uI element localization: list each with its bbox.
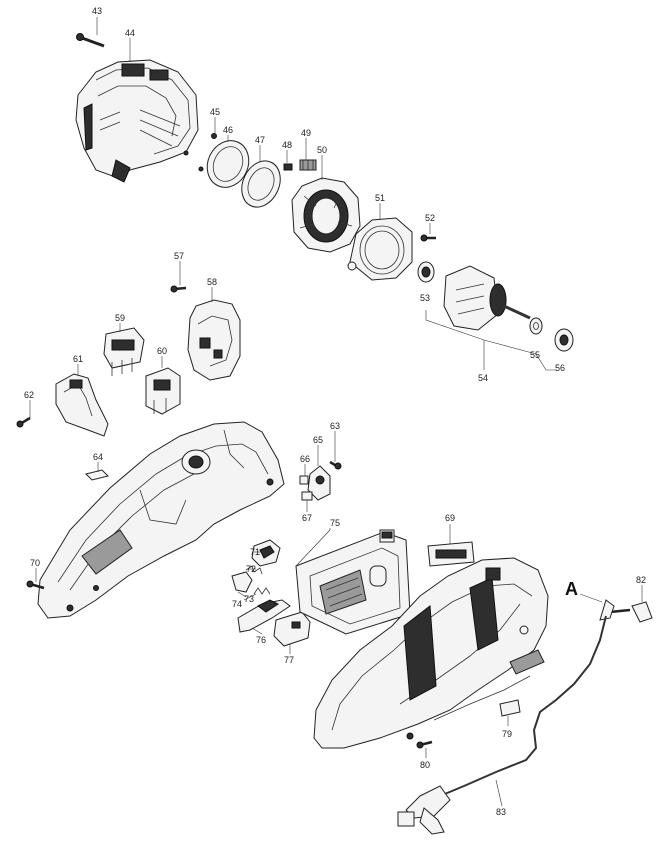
part-54-rotor	[443, 265, 531, 331]
left-housing-half	[37, 421, 285, 619]
label-65: 65	[313, 435, 323, 445]
part-72-spring	[245, 565, 263, 575]
label-45: 45	[210, 107, 220, 117]
part-54-bracket	[425, 310, 556, 371]
part-59-terminal-block	[103, 327, 145, 376]
label-53: 53	[420, 293, 430, 303]
part-75-controller	[295, 529, 411, 635]
label-52: 52	[425, 213, 435, 223]
part-45-screw	[183, 133, 217, 172]
part-56-bearing	[554, 328, 574, 352]
part-76-trigger	[237, 599, 291, 633]
label-69: 69	[445, 513, 455, 523]
label-80: 80	[420, 760, 430, 770]
label-63: 63	[330, 421, 340, 431]
part-73-lock-lever	[231, 571, 253, 593]
part-43-screw	[76, 33, 105, 48]
part-48-spacer	[283, 163, 293, 171]
part-82-screw	[609, 601, 653, 623]
label-76: 76	[256, 635, 266, 645]
part-52-screw	[420, 234, 436, 242]
label-48: 48	[282, 140, 292, 150]
part-46-plate	[206, 140, 250, 188]
label-67: 67	[302, 513, 312, 523]
label-73: 73	[244, 594, 254, 604]
label-82: 82	[636, 575, 646, 585]
label-51: 51	[375, 193, 385, 203]
label-43: 43	[92, 6, 102, 16]
label-75: 75	[330, 518, 340, 528]
part-44-motor-housing	[75, 59, 199, 183]
part-50-stator	[291, 177, 361, 253]
part-83-cord	[397, 599, 615, 835]
part-labels: 43 44 45 46 47 48 49 50 51 52 53 54 55 5…	[24, 6, 646, 817]
label-49: 49	[301, 128, 311, 138]
part-77-switch	[273, 611, 311, 647]
part-70-screw	[26, 580, 45, 590]
part-69-panel	[427, 541, 475, 567]
label-58: 58	[207, 277, 217, 287]
label-57: 57	[174, 251, 184, 261]
label-47: 47	[255, 135, 265, 145]
part-51-end-plate	[347, 217, 413, 281]
label-54: 54	[478, 373, 488, 383]
section-label-a: A	[565, 579, 578, 599]
label-79: 79	[502, 729, 512, 739]
part-58-cover	[187, 299, 241, 381]
label-74: 74	[232, 599, 242, 609]
part-57-screw	[170, 285, 187, 293]
label-70: 70	[30, 558, 40, 568]
label-60: 60	[157, 346, 167, 356]
part-66-nut	[299, 475, 309, 485]
part-74-spring	[253, 587, 271, 595]
part-63-screw	[329, 460, 342, 470]
label-59: 59	[115, 313, 125, 323]
part-61-cover	[55, 373, 109, 437]
label-46: 46	[223, 125, 233, 135]
leader-lines	[29, 17, 643, 807]
label-56: 56	[555, 363, 565, 373]
part-60-terminal-block	[145, 367, 181, 415]
label-71: 71	[250, 547, 260, 557]
label-50: 50	[317, 145, 327, 155]
part-49-terminal	[299, 159, 317, 171]
part-67-nut	[301, 491, 313, 501]
label-72: 72	[246, 564, 256, 574]
label-66: 66	[300, 454, 310, 464]
label-62: 62	[24, 390, 34, 400]
part-79-pad	[499, 699, 521, 717]
label-83: 83	[496, 807, 506, 817]
part-47-ring	[241, 160, 281, 208]
label-44: 44	[125, 28, 135, 38]
label-77: 77	[284, 655, 294, 665]
right-housing-half	[313, 557, 549, 749]
label-64: 64	[93, 452, 103, 462]
part-80-screw	[416, 740, 433, 749]
part-55-washer	[529, 317, 543, 335]
label-55: 55	[530, 350, 540, 360]
part-64-pad	[85, 469, 109, 481]
part-65-bracket	[307, 465, 331, 501]
part-71-switch-button	[251, 539, 281, 567]
label-61: 61	[73, 354, 83, 364]
part-53-bearing	[417, 261, 435, 283]
part-62-screw	[16, 416, 31, 428]
